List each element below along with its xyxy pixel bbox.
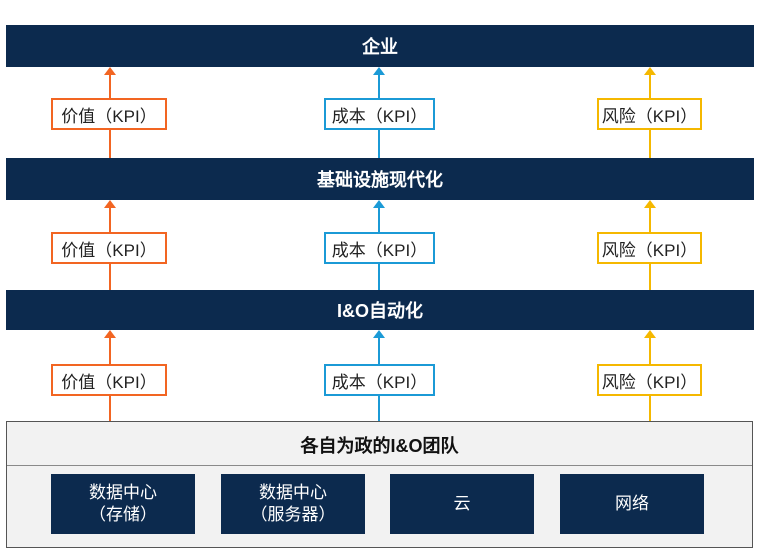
layer-io-automation-bar: I&O自动化	[6, 290, 754, 330]
kpi-label: 成本（KPI）	[331, 106, 428, 126]
value-kpi-box: 价值（KPI）	[51, 364, 167, 396]
risk-kpi-box: 风险（KPI）	[597, 98, 702, 130]
teams-panel-title: 各自为政的I&O团队	[300, 436, 459, 456]
layer-title: 基础设施现代化	[317, 170, 443, 190]
kpi-label: 价值（KPI）	[61, 106, 157, 126]
team-label-line1: 网络	[615, 494, 649, 513]
kpi-label: 成本（KPI）	[331, 372, 428, 392]
cost-kpi-box: 成本（KPI）	[324, 98, 435, 130]
cost-kpi-box: 成本（KPI）	[324, 364, 435, 396]
cost-kpi-box: 成本（KPI）	[324, 232, 435, 264]
team-network: 网络	[560, 474, 704, 534]
team-datacenter-servers: 数据中心 （服务器）	[221, 474, 365, 534]
kpi-label: 价值（KPI）	[61, 372, 157, 392]
kpi-label: 价值（KPI）	[61, 240, 157, 260]
teams-panel-divider	[7, 465, 752, 466]
layer-title: I&O自动化	[336, 301, 423, 321]
value-kpi-box: 价值（KPI）	[51, 98, 167, 130]
team-label-line1: 数据中心	[259, 483, 327, 502]
value-kpi-box: 价值（KPI）	[51, 232, 167, 264]
team-label-line1: 数据中心	[89, 483, 157, 502]
team-datacenter-storage: 数据中心 （存储）	[51, 474, 195, 534]
team-label-line1: 云	[453, 494, 471, 513]
team-label-line2: （存储）	[89, 505, 157, 524]
kpi-label: 风险（KPI）	[601, 372, 698, 392]
risk-kpi-box: 风险（KPI）	[597, 364, 702, 396]
team-cloud: 云	[390, 474, 534, 534]
kpi-label: 风险（KPI）	[601, 240, 698, 260]
team-label-line2: （服务器）	[250, 505, 336, 524]
siloed-io-teams-panel: 各自为政的I&O团队 数据中心 （存储） 数据中心 （服务器） 云 网络	[6, 421, 753, 548]
layer-title: 企业	[362, 37, 398, 57]
layer-enterprise-bar: 企业	[6, 25, 754, 67]
kpi-label: 成本（KPI）	[331, 240, 428, 260]
kpi-label: 风险（KPI）	[601, 106, 698, 126]
risk-kpi-box: 风险（KPI）	[597, 232, 702, 264]
layer-infrastructure-modernization-bar: 基础设施现代化	[6, 158, 754, 200]
